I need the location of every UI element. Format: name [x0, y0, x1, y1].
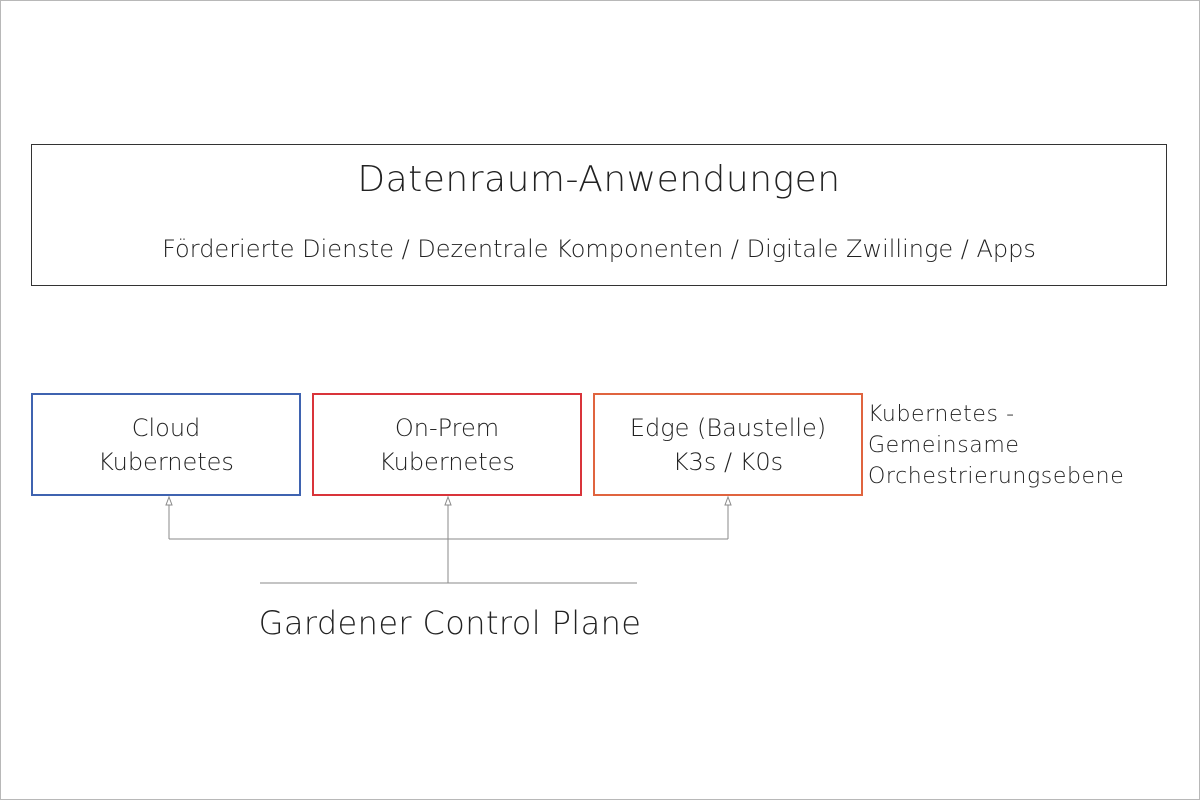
- orchestration-label-line2: Gemeinsame: [868, 433, 1020, 458]
- cluster-box-line1: On-Prem: [394, 413, 500, 442]
- cluster-box-line2: K3s / K0s: [672, 447, 784, 476]
- application-layer-box: Datenraum-Anwendungen Förderierte Dienst…: [31, 144, 1167, 286]
- orchestration-layer-label: Kubernetes - Gemeinsame Orchestrierungse…: [868, 399, 1124, 492]
- application-layer-title: Datenraum-Anwendungen: [357, 159, 841, 200]
- arrowhead-edge-icon: [724, 495, 732, 506]
- arrowhead-on-prem-icon: [444, 495, 452, 506]
- cluster-box-line1: Cloud: [131, 413, 201, 442]
- orchestration-label-line3: Orchestrierungsebene: [868, 464, 1125, 489]
- cluster-box-edge: Edge (Baustelle) K3s / K0s: [593, 393, 863, 496]
- cluster-box-line1: Edge (Baustelle): [629, 413, 827, 442]
- cluster-box-on-prem: On-Prem Kubernetes: [312, 393, 582, 496]
- cluster-box-cloud: Cloud Kubernetes: [31, 393, 301, 496]
- orchestration-label-line1: Kubernetes -: [868, 402, 1015, 427]
- arrowhead-cloud-icon: [165, 495, 173, 506]
- control-plane-label: Gardener Control Plane: [258, 604, 642, 642]
- cluster-box-line2: Kubernetes: [379, 447, 515, 476]
- cluster-box-line2: Kubernetes: [98, 447, 234, 476]
- application-layer-subtitle: Förderierte Dienste / Dezentrale Kompone…: [162, 235, 1036, 263]
